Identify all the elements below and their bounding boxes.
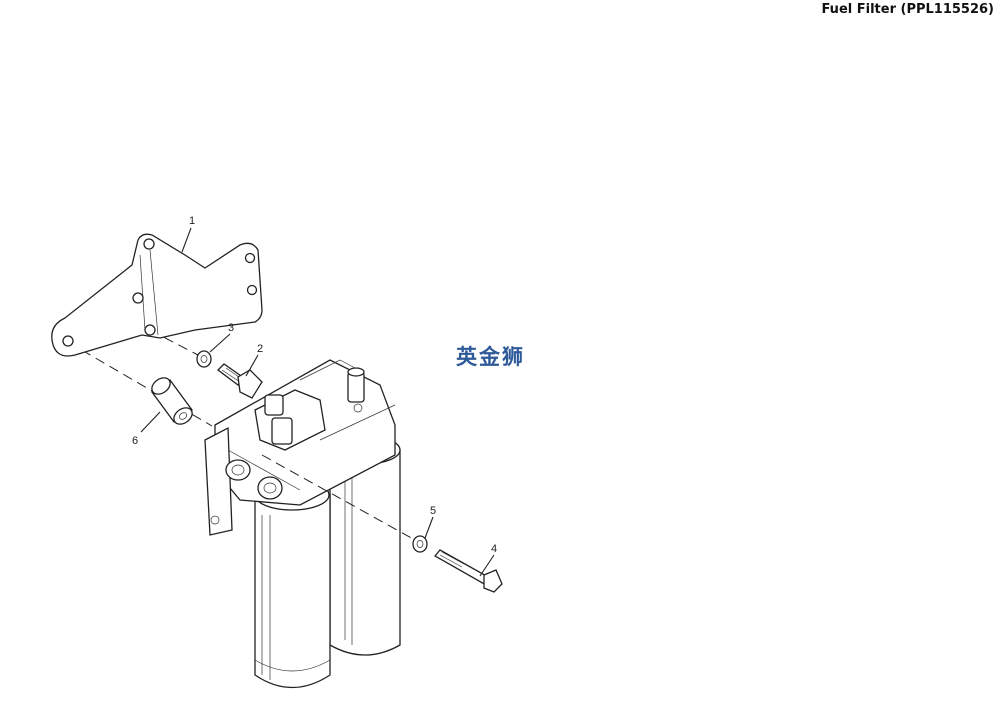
part-bracket (51, 233, 263, 357)
diagram-title: Fuel Filter (PPL115526) (821, 2, 994, 17)
callout-2: 2 (257, 343, 263, 355)
callout-6: 6 (132, 435, 138, 447)
leader-line-5 (424, 516, 434, 539)
assembly-line-lower-bolt (261, 454, 416, 541)
part-washer-upper (196, 350, 212, 368)
part-bolt-long (434, 549, 503, 593)
callout-1: 1 (189, 215, 195, 227)
filter-head (204, 359, 396, 536)
callout-3: 3 (228, 322, 234, 334)
assembly-line-bracket (67, 341, 213, 427)
leader-line-6 (140, 411, 161, 433)
callout-4: 4 (491, 543, 497, 555)
part-bolt-short (217, 363, 263, 399)
leader-line-4 (479, 554, 495, 577)
leader-line-1 (181, 227, 192, 253)
part-washer-lower (412, 535, 428, 553)
filter-canister-front (254, 479, 331, 689)
callout-5: 5 (430, 505, 436, 517)
leader-line-3 (209, 333, 231, 353)
leader-line-2 (245, 354, 259, 377)
part-spacer (151, 377, 193, 425)
watermark-text: 英金狮 (456, 345, 525, 369)
